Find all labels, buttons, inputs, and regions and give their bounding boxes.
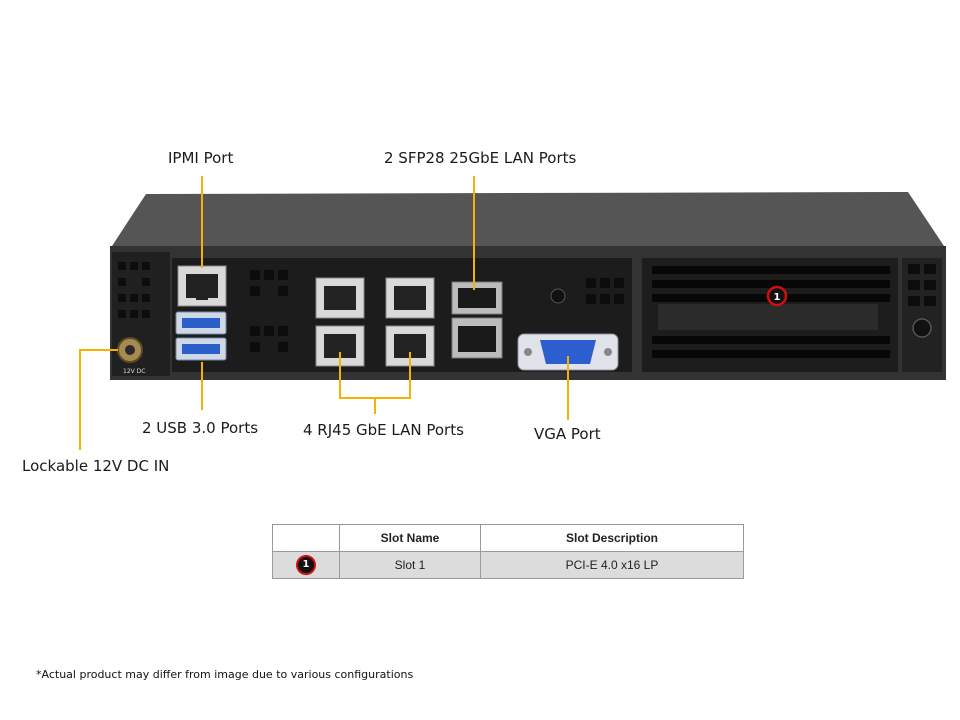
sfp28-cage (451, 281, 503, 359)
slot-number-badge: 1 (296, 555, 316, 575)
sfp28-ports-label: 2 SFP28 25GbE LAN Ports (384, 149, 577, 167)
slot-table-header-name: Slot Name (339, 524, 481, 552)
slot-description-cell: PCI-E 4.0 x16 LP (480, 551, 744, 579)
slot-table-header-description: Slot Description (480, 524, 744, 552)
usb-port (175, 337, 227, 361)
usb-ports-label: 2 USB 3.0 Ports (142, 419, 259, 437)
pcie-bracket-strip (658, 304, 878, 330)
vga-port (517, 333, 619, 371)
dc-in-leader-line (79, 349, 118, 450)
chassis-top-surface (112, 192, 944, 246)
ipmi-port-label: IPMI Port (168, 149, 234, 167)
slot-table-header-marker (272, 524, 340, 552)
ground-screw-icon (550, 288, 566, 304)
slot-name-cell: Slot 1 (339, 551, 481, 579)
usb-port (175, 311, 227, 335)
screw-icon (912, 318, 932, 338)
table-row: 1 Slot 1 PCI-E 4.0 x16 LP (272, 551, 744, 579)
leader-lines (79, 176, 569, 450)
slot-table: Slot Name Slot Description 1 Slot 1 PCI-… (272, 524, 744, 579)
rj45-lan-port (385, 277, 435, 319)
slot-table-header-row: Slot Name Slot Description (272, 524, 744, 552)
dc-power-jack (117, 337, 143, 363)
rj45-lan-port (315, 277, 365, 319)
slot-marker-cell: 1 (272, 551, 340, 579)
dc-jack-label: 12V DC (123, 368, 145, 375)
right-vent-panel (902, 258, 942, 372)
rj45-ports-label: 4 RJ45 GbE LAN Ports (303, 421, 464, 439)
vga-port-label: VGA Port (534, 425, 601, 443)
dc-in-label: Lockable 12V DC IN (22, 457, 170, 475)
slot-1-marker (766, 285, 788, 307)
disclaimer-footnote: *Actual product may differ from image du… (36, 668, 414, 681)
slot-1-marker-number: 1 (774, 292, 781, 303)
vent-grille (118, 262, 936, 352)
ipmi-port (177, 265, 227, 307)
